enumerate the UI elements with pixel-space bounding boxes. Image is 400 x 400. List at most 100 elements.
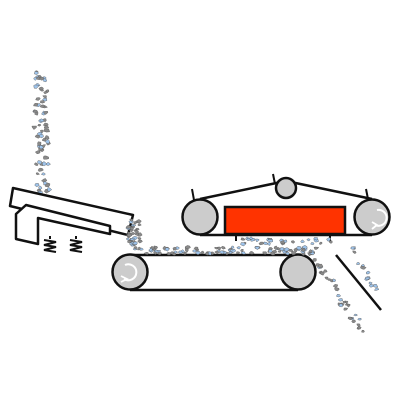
feed-particle: [33, 84, 39, 89]
feed-particle: [47, 187, 53, 192]
belt-particle: [283, 247, 290, 252]
feed-particle: [34, 183, 40, 188]
belt-particle: [195, 251, 202, 256]
belt-particle: [133, 246, 138, 250]
belt-particle: [268, 249, 273, 253]
feed-particle: [40, 100, 45, 104]
feed-particle: [43, 125, 50, 129]
lower-right-roller: [279, 253, 317, 291]
feed-particle: [36, 172, 40, 176]
tick-mid: [272, 173, 276, 185]
belt-particle: [277, 250, 282, 253]
feed-particle: [42, 111, 49, 115]
magnetic-particle: [368, 281, 373, 285]
lower-left-roller: [111, 253, 149, 291]
magnetic-particle: [356, 262, 361, 265]
feed-particle: [37, 167, 44, 172]
belt-particle: [133, 221, 137, 225]
belt-particle: [129, 226, 134, 231]
feed-particle: [38, 133, 44, 139]
feed-particle: [41, 178, 48, 183]
feed-particle: [41, 137, 47, 142]
attracted-particle: [313, 237, 318, 241]
belt-particle: [134, 232, 139, 236]
belt-particle: [240, 251, 247, 255]
belt-particle: [143, 252, 149, 255]
feeder-body: [14, 203, 112, 246]
splitter-plate: [335, 254, 382, 311]
nonmagnetic-particle: [351, 319, 356, 324]
nonmagnetic-particle: [312, 258, 317, 262]
nonmagnetic-particle: [319, 271, 325, 276]
belt-particle: [127, 240, 132, 244]
attracted-particle: [310, 242, 315, 246]
nonmagnetic-particle: [347, 316, 353, 320]
magnetic-particle: [352, 250, 357, 254]
feed-particle: [33, 103, 39, 107]
belt-particle: [137, 239, 143, 244]
magnetic-particle: [365, 270, 371, 275]
belt-particle: [254, 246, 260, 250]
belt-particle: [170, 251, 175, 255]
belt-particle: [291, 251, 297, 256]
overhead-magnetic-separator: [181, 173, 391, 241]
belt-particle: [192, 249, 197, 253]
feed-particle: [39, 104, 46, 108]
belt-particle: [273, 245, 278, 250]
belt-particle: [148, 247, 153, 252]
nonmagnetic-particle: [317, 263, 324, 269]
attracted-particle: [240, 242, 246, 247]
nonmagnetic-particle: [327, 278, 331, 281]
belt-particle: [279, 247, 285, 252]
feed-particle: [42, 161, 48, 167]
top-tension-roller: [274, 176, 298, 200]
belt-particle: [214, 246, 219, 250]
magnetic-particle: [350, 246, 356, 250]
nonmagnetic-particle: [336, 294, 341, 298]
vibratory-feeder: [8, 186, 135, 253]
belt-particle: [137, 237, 142, 241]
clockwise-arrow-icon: [374, 208, 388, 227]
feed-particle: [44, 139, 50, 145]
nonmagnetic-particle: [337, 298, 343, 302]
belt-particle: [219, 250, 225, 255]
feed-particle: [34, 162, 39, 167]
nonmagnetic-particle: [338, 303, 344, 308]
belt-particle: [126, 233, 133, 238]
arrow-head: [120, 275, 130, 283]
feed-particle: [43, 90, 48, 95]
attracted-particle: [319, 241, 323, 245]
belt-particle: [173, 250, 179, 254]
belt-particle: [296, 246, 302, 251]
arrow-head: [371, 221, 379, 230]
belt-particle: [240, 249, 244, 252]
attracted-particle: [258, 241, 265, 246]
belt-particle: [129, 218, 134, 222]
feed-particle: [43, 155, 49, 160]
belt-particle: [185, 248, 189, 253]
lower-conveyor: [111, 253, 317, 292]
belt-particle: [236, 251, 240, 255]
upper-left-roller: [181, 198, 219, 236]
feed-particle: [35, 97, 41, 101]
magnetic-particle: [373, 283, 379, 288]
upper-right-roller: [353, 198, 391, 236]
belt-particle: [136, 219, 142, 223]
feed-particle: [38, 86, 44, 91]
feed-particle: [33, 76, 37, 81]
belt-particle: [129, 237, 135, 241]
belt-particles: [125, 218, 320, 257]
belt-particle: [262, 251, 268, 255]
belt-particle: [137, 223, 142, 227]
magnetic-particle: [374, 287, 380, 291]
nonmagnetic-particle: [346, 303, 351, 308]
attracted-particle: [266, 241, 271, 246]
nonmagnetic-particle: [353, 313, 358, 317]
nonmagnetic-particle: [332, 278, 336, 282]
belt-particle: [231, 245, 235, 250]
belt-particle: [204, 251, 209, 256]
belt-particle: [130, 232, 136, 236]
nonmagnetic-particle: [334, 287, 340, 292]
nonmagnetic-particle: [361, 329, 365, 333]
